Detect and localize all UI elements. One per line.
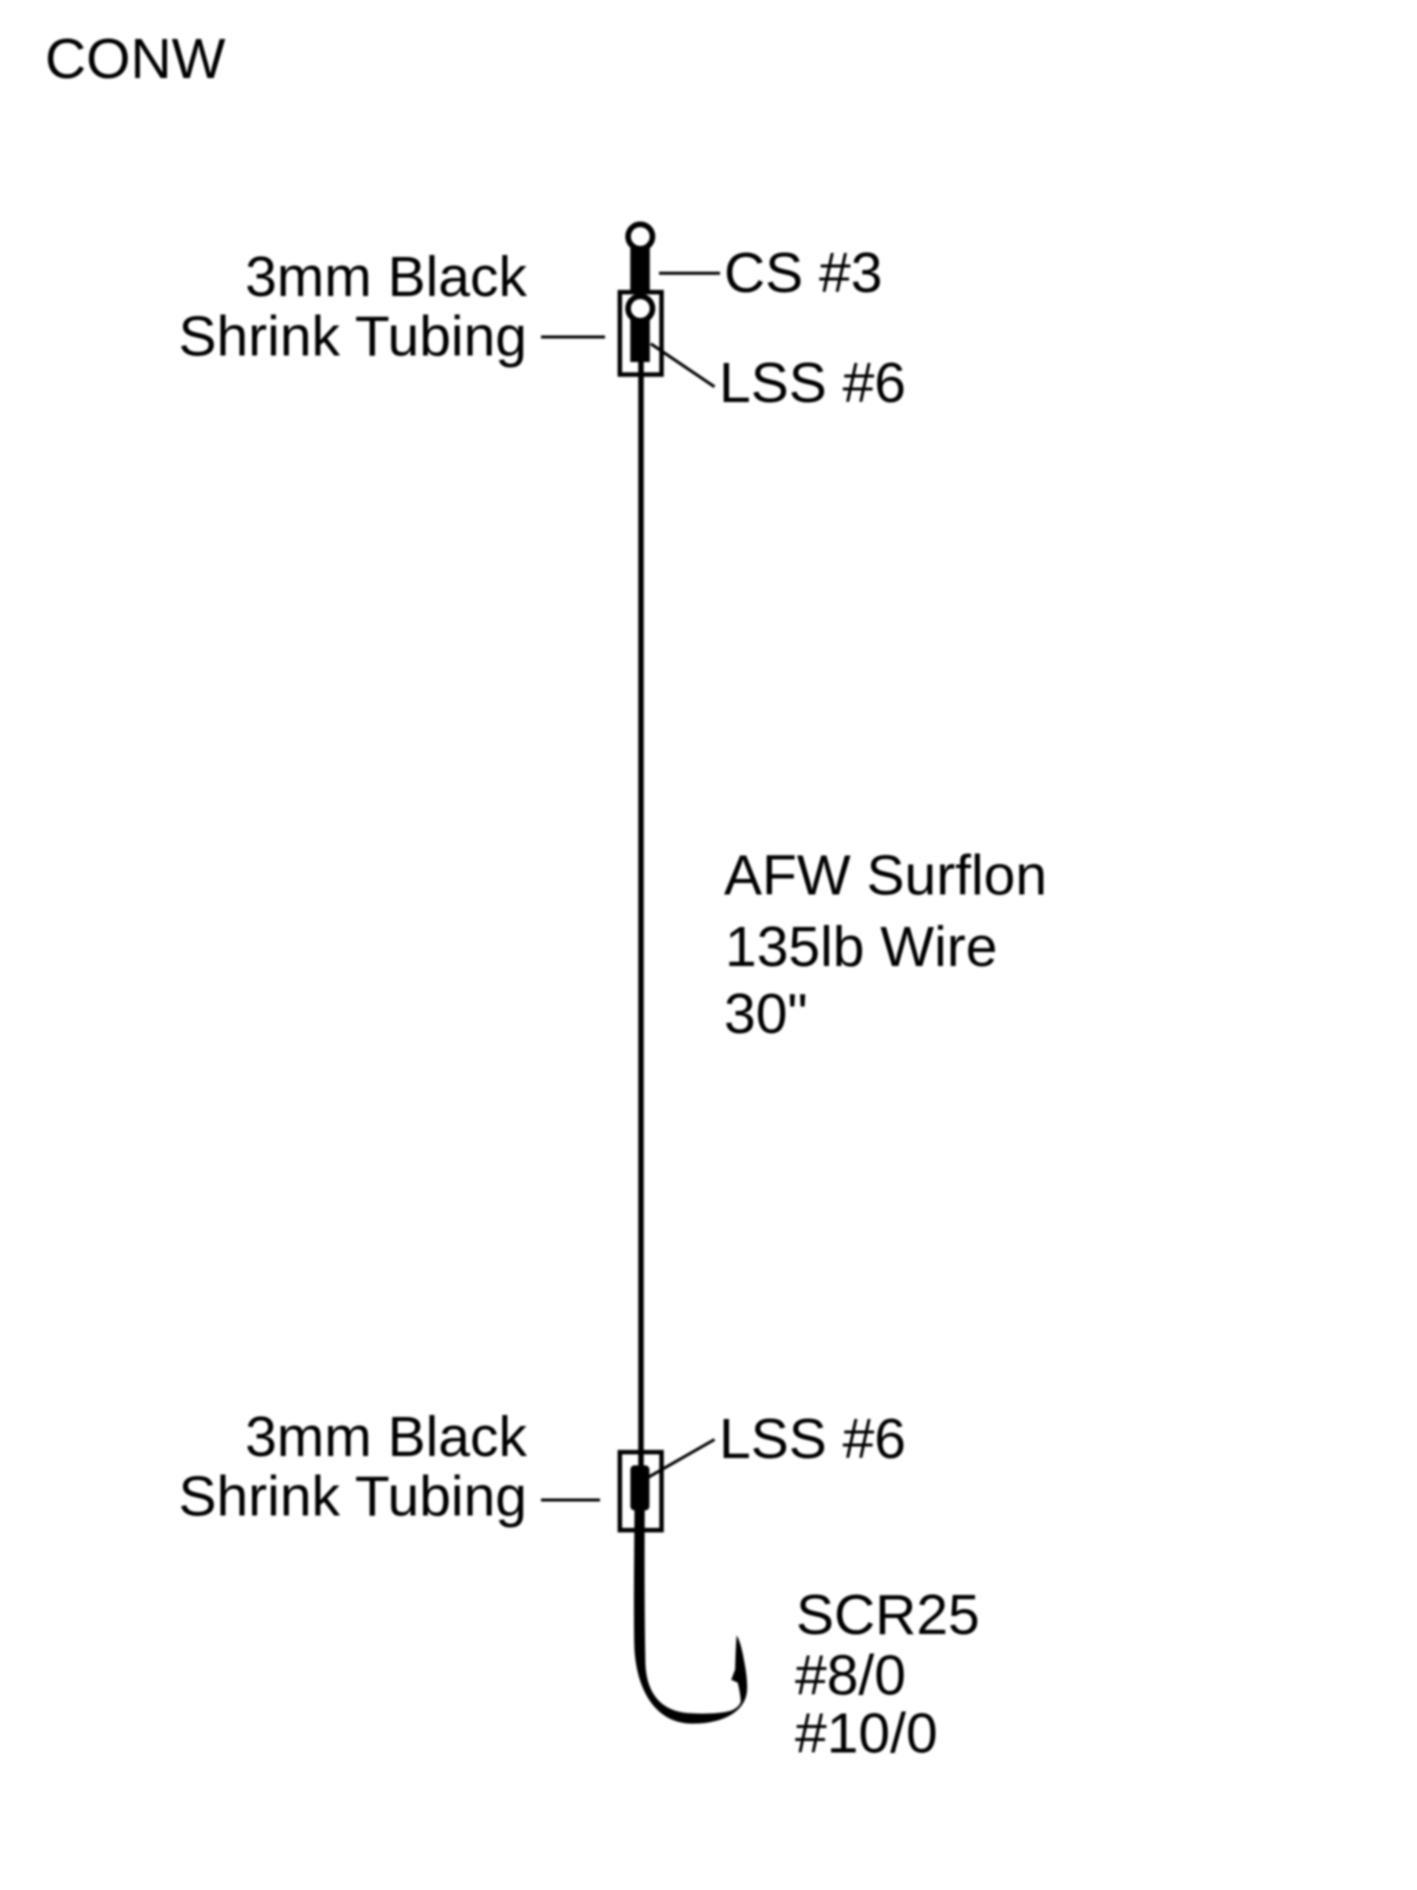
svg-text:135lb Wire: 135lb Wire [725, 915, 997, 979]
svg-text:LSS #6: LSS #6 [719, 351, 906, 415]
svg-text:CS #3: CS #3 [724, 241, 882, 305]
svg-text:30": 30" [724, 982, 808, 1046]
svg-text:#8/0: #8/0 [795, 1644, 906, 1708]
svg-text:3mm Black: 3mm Black [245, 1405, 527, 1469]
svg-text:Shrink Tubing: Shrink Tubing [178, 1464, 527, 1528]
svg-text:#10/0: #10/0 [795, 1702, 938, 1766]
svg-text:SCR25: SCR25 [796, 1583, 980, 1647]
svg-text:AFW Surflon: AFW Surflon [724, 844, 1047, 908]
svg-text:LSS #6: LSS #6 [719, 1407, 906, 1471]
svg-text:3mm Black: 3mm Black [245, 245, 527, 309]
svg-text:CONW: CONW [45, 27, 226, 91]
svg-text:Shrink Tubing: Shrink Tubing [178, 304, 527, 368]
